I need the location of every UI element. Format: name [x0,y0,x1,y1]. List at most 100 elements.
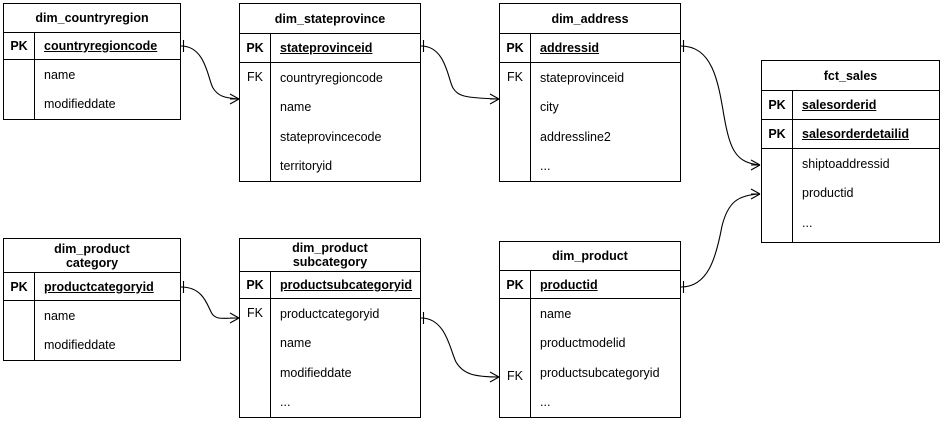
pk-badge: PK [500,34,531,62]
fk-badge [4,301,35,360]
attribute-list: stateprovinceid city addressline2 ... [531,63,680,181]
pk-field-name: productsubcategoryid [280,278,412,293]
attribute-block: name modifieddate [4,60,180,119]
entity-dim-productsubcategory[interactable]: dim_product subcategory PK productsubcat… [239,238,421,418]
pk-row: PK productcategoryid [4,273,180,301]
attribute-row: name [280,100,312,115]
attribute-list: countryregioncode name stateprovincecode… [271,63,420,181]
attribute-list: name productmodelid productsubcategoryid… [531,299,680,417]
entity-title: fct_sales [762,61,939,91]
entity-title-line: category [65,255,119,270]
attribute-row: productid [802,186,854,201]
entity-title-line: dim_countryregion [35,10,149,25]
entity-title: dim_product [500,242,680,272]
attribute-list: productcategoryid name modifieddate ... [271,299,420,417]
pk-row: PK productid [500,271,680,299]
pk-field-name: productid [540,277,598,292]
fk-badge: FK [500,299,531,417]
relationship-productsubcategory-product [420,312,500,383]
entity-title: dim_countryregion [4,4,180,33]
relationship-productcategory-productsubcategory [180,281,240,324]
entity-dim-productcategory[interactable]: dim_product category PK productcategoryi… [3,238,181,361]
entity-title: dim_product subcategory [240,239,420,273]
attribute-row: name [44,67,76,82]
relationship-address-fctsales [680,40,761,171]
pk-row: PK salesorderid [762,91,939,120]
pk-field-name: salesorderdetailid [802,127,909,141]
pk-row: PK productsubcategoryid [240,272,420,299]
attribute-row: city [540,100,559,115]
fk-badge-label: FK [507,369,523,383]
pk-badge: PK [240,272,271,298]
entity-title-line: fct_sales [823,68,878,83]
attribute-row: modifieddate [44,97,116,112]
attribute-row: addressline2 [540,129,611,144]
entity-title-line: dim_product [54,241,130,256]
relationship-countryregion-stateprovince [180,40,240,105]
pk-badge: PK [240,34,271,62]
pk-row: PK salesorderdetailid [762,120,939,149]
attribute-row: name [44,308,76,323]
entity-fct-sales[interactable]: fct_sales PK salesorderid PK salesorderd… [761,60,940,243]
attribute-row: ... [540,159,551,174]
attribute-block: FK name productmodelid productsubcategor… [500,299,680,417]
attribute-row: name [540,306,572,321]
attribute-block: shiptoaddressid productid ... [762,149,939,242]
pk-badge: PK [500,271,531,298]
attribute-row: productsubcategoryid [540,365,660,380]
entity-dim-address[interactable]: dim_address PK addressid FK stateprovinc… [499,3,681,182]
pk-row: PK countryregioncode [4,32,180,60]
entity-title-line: dim_address [551,11,629,26]
attribute-row: productcategoryid [280,306,380,321]
attribute-list: name modifieddate [35,301,180,360]
entity-title: dim_stateprovince [240,4,420,34]
entity-dim-countryregion[interactable]: dim_countryregion PK countryregioncode n… [3,3,181,120]
attribute-row: modifieddate [44,338,116,353]
attribute-row: name [280,336,312,351]
entity-title-line: dim_product [552,249,628,264]
entity-title-line: subcategory [292,255,368,270]
fk-badge-label: FK [507,70,523,84]
attribute-row: stateprovincecode [280,129,382,144]
relationship-product-fctsales [680,188,761,293]
fk-badge: FK [500,63,531,181]
pk-row: PK stateprovinceid [240,34,420,63]
attribute-block: FK productcategoryid name modifieddate .… [240,299,420,417]
entity-dim-stateprovince[interactable]: dim_stateprovince PK stateprovinceid FK … [239,3,421,182]
fk-badge: FK [240,63,271,181]
attribute-block: name modifieddate [4,301,180,360]
fk-badge-label: FK [247,306,263,320]
attribute-row: territoryid [280,159,333,174]
fk-badge: FK [240,299,271,417]
attribute-row: ... [540,395,551,410]
pk-badge: PK [762,120,793,148]
pk-badge: PK [4,32,35,59]
fk-badge [762,149,793,242]
pk-badge: PK [762,91,793,119]
attribute-block: FK countryregioncode name stateprovincec… [240,63,420,181]
attribute-row: ... [280,395,291,410]
entity-title: dim_address [500,4,680,34]
attribute-block: FK stateprovinceid city addressline2 ... [500,63,680,181]
attribute-row: modifieddate [280,365,352,380]
pk-badge: PK [4,273,35,300]
attribute-row: shiptoaddressid [802,156,890,171]
attribute-list: shiptoaddressid productid ... [793,149,939,242]
pk-field-name: countryregioncode [44,38,158,53]
pk-row: PK addressid [500,34,680,63]
entity-title-line: dim_product [292,241,368,256]
fk-badge-label: FK [247,70,263,84]
pk-field-name: addressid [540,41,600,55]
attribute-row: productmodelid [540,336,626,351]
attribute-row: countryregioncode [280,70,383,85]
relationship-stateprovince-address [420,40,500,105]
pk-field-name: salesorderid [802,98,877,112]
pk-field-name: productcategoryid [44,279,154,294]
entity-title-line: dim_stateprovince [274,11,386,26]
attribute-list: name modifieddate [35,60,180,119]
entity-title: dim_product category [4,239,180,274]
attribute-row: ... [802,215,813,230]
attribute-row: stateprovinceid [540,70,625,85]
entity-dim-product[interactable]: dim_product PK productid FK name product… [499,241,681,418]
